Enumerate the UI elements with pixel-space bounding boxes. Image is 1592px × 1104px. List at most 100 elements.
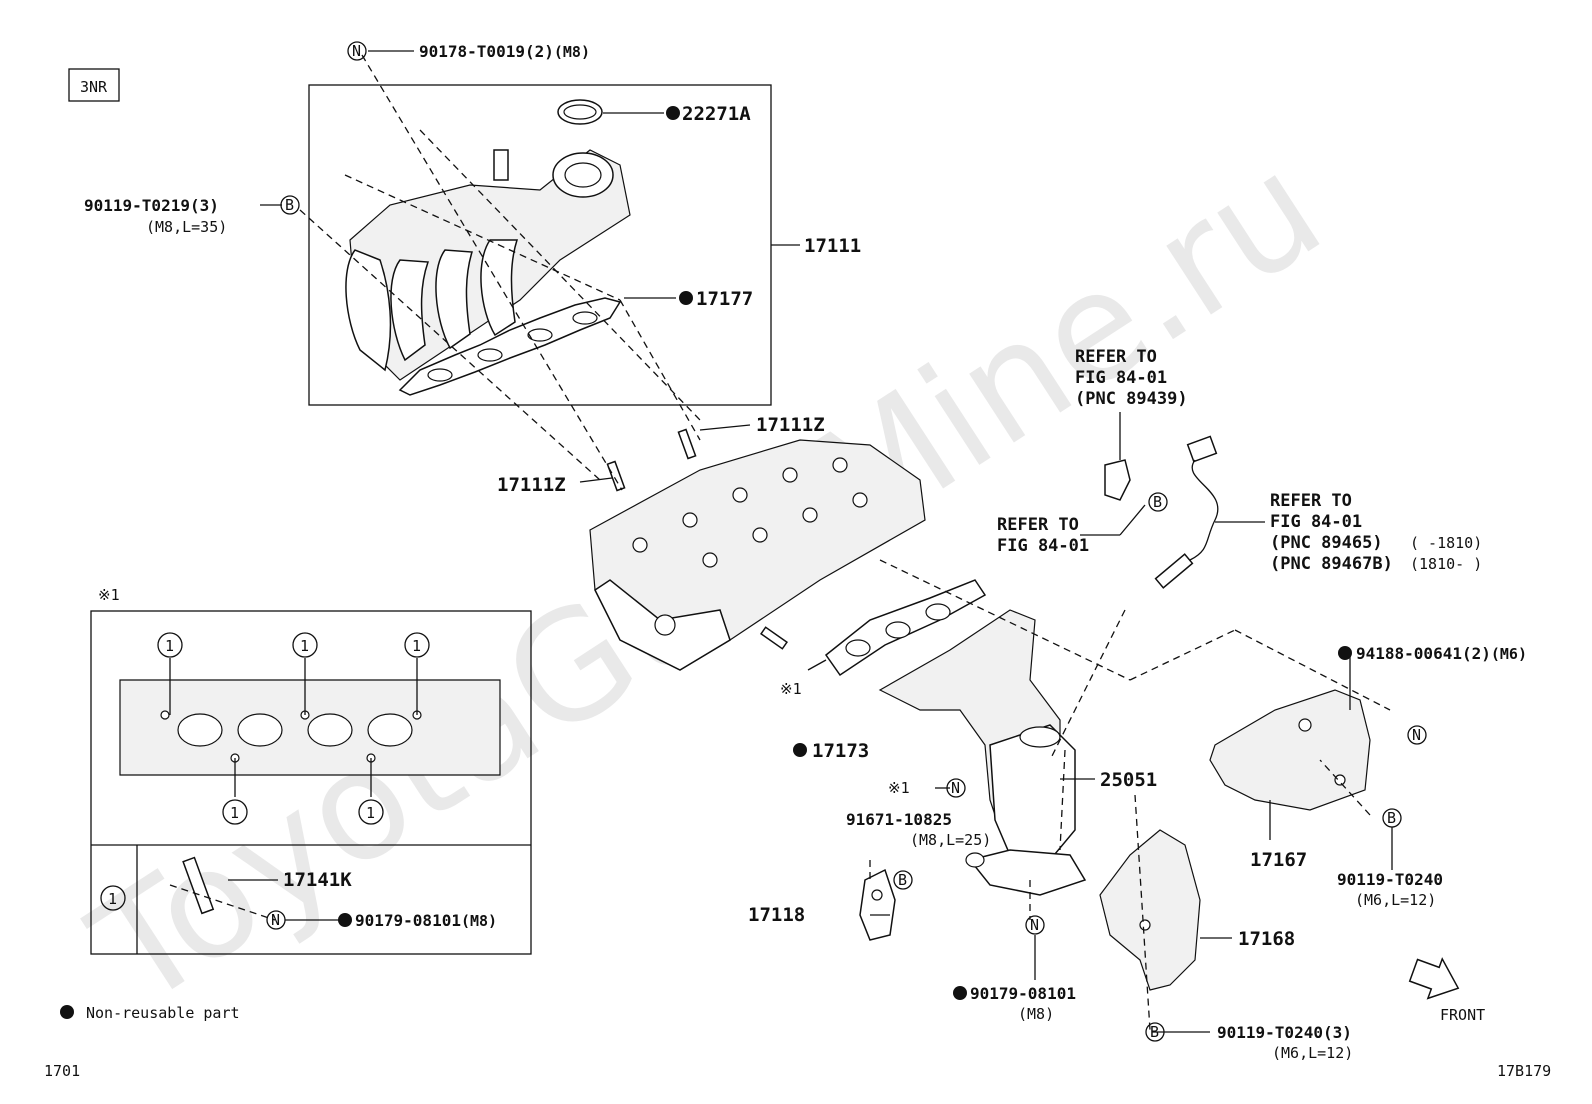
marker-b-bracket: B <box>893 870 913 890</box>
svg-text:( -1810): ( -1810) <box>1410 534 1482 552</box>
svg-text:1: 1 <box>230 804 239 822</box>
refer-note-bracket: REFER TO FIG 84-01 <box>997 515 1089 556</box>
svg-text:1: 1 <box>165 637 174 655</box>
marker-one-key: 1 <box>100 885 126 911</box>
part-label-17167: 17167 <box>1250 849 1307 871</box>
illustration-id: 17B179 <box>1497 1062 1551 1080</box>
svg-text:1: 1 <box>300 637 309 655</box>
refer-note-sensor-upper: REFER TO FIG 84-01 (PNC 89439) <box>1075 347 1188 409</box>
part-label-17118: 17118 <box>748 904 805 926</box>
note-ref-stud: ※1 <box>780 680 802 698</box>
note-ref-nut: ※1 <box>888 779 910 797</box>
marker-n-mid: N <box>946 778 966 798</box>
guide-lines <box>169 54 1391 1031</box>
oxygen-sensor-upper <box>1104 459 1131 501</box>
svg-text:FIG 84-01: FIG 84-01 <box>1075 368 1167 388</box>
svg-text:REFER TO: REFER TO <box>1075 347 1157 367</box>
part-label-90119-t0219: 90119-T0219(3) <box>84 196 219 215</box>
svg-text:REFER TO: REFER TO <box>1270 491 1352 511</box>
exhaust-gasket-17173 <box>824 579 987 677</box>
part-label-17168: 17168 <box>1238 928 1295 950</box>
marker-one-e: 1 <box>358 799 384 825</box>
marker-n-right: N <box>1407 725 1427 745</box>
exhaust-manifold-converter <box>878 609 1087 896</box>
part-label-94188: 94188-00641(2)(M6) <box>1356 644 1527 663</box>
intake-manifold-drawing <box>345 149 631 381</box>
svg-text:(1810- ): (1810- ) <box>1410 555 1482 573</box>
svg-text:B: B <box>1387 809 1396 827</box>
svg-text:B: B <box>285 196 294 214</box>
svg-text:(PNC 89439): (PNC 89439) <box>1075 389 1188 409</box>
marker-one-d: 1 <box>222 799 248 825</box>
svg-text:B: B <box>1150 1023 1159 1041</box>
marker-b-bottom: B <box>1145 1022 1165 1042</box>
non-reusable-dot-icon <box>338 913 352 927</box>
front-label: FRONT <box>1440 1006 1485 1024</box>
svg-text:(PNC 89467B): (PNC 89467B) <box>1270 554 1393 574</box>
heat-insulator-17168 <box>1099 829 1201 991</box>
svg-text:REFER TO: REFER TO <box>997 515 1079 535</box>
gasket-ring-22271a <box>557 99 603 125</box>
non-reusable-dot-icon <box>666 106 680 120</box>
legend: Non-reusable part <box>60 1004 240 1022</box>
part-label-90179-mid: 90179-08101 <box>970 984 1076 1003</box>
marker-n-lower: N <box>1025 915 1045 935</box>
svg-text:N: N <box>1030 916 1039 934</box>
inset-label: ※1 <box>98 586 120 604</box>
refer-note-sensor-lower: REFER TO FIG 84-01 (PNC 89465) (PNC 8946… <box>1270 491 1482 574</box>
figure-number: 1701 <box>44 1062 80 1080</box>
part-spec-90119-t0240: (M6,L=12) <box>1355 891 1436 909</box>
part-spec-90119-t0240-3: (M6,L=12) <box>1272 1044 1353 1062</box>
marker-one-a: 1 <box>157 632 183 658</box>
svg-text:B: B <box>1153 493 1162 511</box>
heat-insulator-17167 <box>1209 689 1371 811</box>
part-label-90178: 90178-T0019(2)(M8) <box>419 42 590 61</box>
svg-text:1: 1 <box>108 890 117 908</box>
non-reusable-dot-icon <box>60 1005 74 1019</box>
marker-n-top: N <box>347 41 367 61</box>
part-label-90179-inset: 90179-08101(M8) <box>355 911 497 930</box>
part-spec-90119-t0219: (M8,L=35) <box>146 218 227 236</box>
part-label-17111: 17111 <box>804 235 861 257</box>
marker-n-inset: N <box>266 910 286 930</box>
svg-text:N: N <box>951 779 960 797</box>
legend-text: Non-reusable part <box>86 1004 240 1022</box>
bracket-17118 <box>859 868 896 941</box>
part-label-25051: 25051 <box>1100 769 1157 791</box>
marker-one-b: 1 <box>292 632 318 658</box>
svg-text:1: 1 <box>412 637 421 655</box>
engine-code-box: 3NR <box>68 68 120 102</box>
part-spec-90179-mid: (M8) <box>1018 1005 1054 1023</box>
part-label-17141k: 17141K <box>283 869 352 891</box>
part-label-90119-t0240-3: 90119-T0240(3) <box>1217 1023 1352 1042</box>
part-label-22271a: 22271A <box>682 103 751 125</box>
part-label-17111z-left: 17111Z <box>497 474 566 496</box>
intake-gasket-17177 <box>398 297 622 396</box>
non-reusable-dot-icon <box>953 986 967 1000</box>
marker-b-left: B <box>280 195 300 215</box>
non-reusable-dot-icon <box>793 743 807 757</box>
non-reusable-dot-icon <box>1338 646 1352 660</box>
svg-text:1: 1 <box>366 804 375 822</box>
part-spec-91671: (M8,L=25) <box>910 831 991 849</box>
svg-text:N: N <box>1412 726 1421 744</box>
cylinder-head-drawing <box>589 428 926 671</box>
engine-code: 3NR <box>80 78 108 96</box>
non-reusable-dot-icon <box>679 291 693 305</box>
marker-b-right: B <box>1382 808 1402 828</box>
part-label-17177: 17177 <box>696 288 753 310</box>
part-label-91671: 91671-10825 <box>846 810 952 829</box>
svg-text:FIG 84-01: FIG 84-01 <box>1270 512 1362 532</box>
svg-text:(PNC 89465): (PNC 89465) <box>1270 533 1383 553</box>
part-label-17173: 17173 <box>812 740 869 762</box>
marker-one-c: 1 <box>404 632 430 658</box>
oxygen-sensor-lower <box>1154 435 1219 589</box>
part-label-17111z-top: 17111Z <box>756 414 825 436</box>
leader-lines <box>169 50 1393 1033</box>
svg-text:FIG 84-01: FIG 84-01 <box>997 536 1089 556</box>
part-label-90119-t0240: 90119-T0240 <box>1337 870 1443 889</box>
front-arrow-icon <box>1408 957 1460 1000</box>
svg-text:N: N <box>271 911 280 929</box>
marker-b-sensor: B <box>1148 492 1168 512</box>
